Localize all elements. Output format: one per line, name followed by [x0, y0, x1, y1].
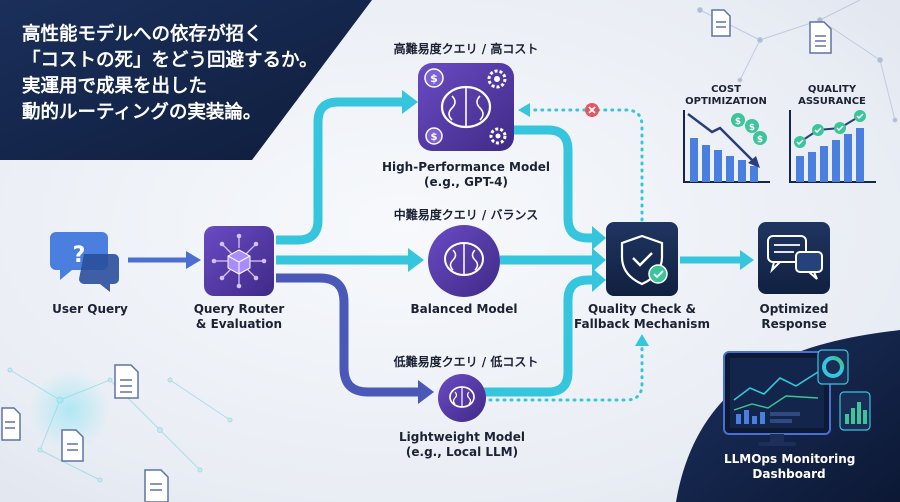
arrowhead: [402, 90, 418, 114]
balanced-model-label: Balanced Model: [410, 302, 518, 316]
router-label-line-1: Query Router: [193, 302, 285, 316]
response-label: Optimized Response: [744, 302, 844, 332]
arrow-high-to-qc: [514, 125, 593, 243]
headline-line-2: 「コストの死」をどう回避するか。: [22, 50, 318, 71]
cost-chart-title-line-1: COST: [711, 84, 741, 95]
cost-chart-title-line-2: OPTIMIZATION: [685, 96, 767, 107]
headline-banner: [0, 0, 372, 160]
quality-chart-title-line-2: ASSURANCE: [798, 96, 866, 107]
user-query-label: User Query: [52, 302, 128, 316]
dashboard-label-line-1: LLMOps Monitoring: [724, 452, 856, 466]
question-bubble-icon: ?: [50, 232, 119, 292]
arrowhead: [418, 380, 434, 404]
light-model-label-line-1: Lightweight Model: [398, 430, 526, 444]
response-label-line-2: Response: [761, 317, 827, 331]
document-icon: [144, 469, 169, 502]
arrowhead: [635, 334, 649, 346]
quality-assurance-chart: [789, 110, 876, 183]
tier-label-mid: 中難易度クエリ / バランス: [393, 208, 539, 222]
document-icon: [114, 364, 139, 399]
fallback-path-to-high: [528, 108, 644, 222]
svg-text:$: $: [749, 123, 755, 133]
light-model-label: Lightweight Model (e.g., Local LLM): [392, 430, 532, 460]
check-badge-icon: [794, 110, 866, 148]
quality-check-label-line-1: Quality Check &: [587, 302, 697, 316]
svg-text:$: $: [431, 132, 438, 143]
cost-chart-title: COST OPTIMIZATION: [676, 84, 776, 108]
svg-text:?: ?: [73, 243, 86, 268]
svg-text:$: $: [735, 117, 741, 127]
arrowhead: [408, 248, 424, 272]
cube-circuit-icon: [204, 226, 274, 296]
glow-spot: [30, 370, 110, 450]
tier-label-low: 低難易度クエリ / 低コスト: [393, 355, 539, 369]
quality-check-label: Quality Check & Fallback Mechanism: [572, 302, 712, 332]
response-label-line-1: Optimized: [759, 302, 829, 316]
high-model-label-line-1: High-Performance Model: [381, 160, 551, 174]
document-icon: [1, 407, 21, 441]
quality-check-label-line-2: Fallback Mechanism: [574, 317, 710, 331]
high-model-label-line-2: (e.g., GPT-4): [424, 175, 508, 189]
arrowhead: [518, 103, 530, 117]
document-icon: [711, 9, 731, 37]
light-model-label-line-2: (e.g., Local LLM): [405, 445, 519, 459]
chat-bubbles-icon: [758, 222, 830, 294]
headline: 高性能モデルへの依存が招く 「コストの死」をどう回避するか。 実運用で成果を出し…: [22, 22, 352, 126]
shield-check-icon: [606, 222, 678, 296]
router-label: Query Router & Evaluation: [179, 302, 299, 332]
headline-line-1: 高性能モデルへの依存が招く: [22, 24, 263, 45]
arrowhead: [592, 268, 606, 292]
headline-line-4: 動的ルーティングの実装論。: [22, 102, 262, 123]
arrow-light-to-qc: [480, 275, 593, 397]
arrowhead: [740, 250, 754, 270]
brain-icon: [438, 374, 486, 422]
svg-text:$: $: [430, 72, 438, 85]
quality-chart-title-line-1: QUALITY: [807, 84, 857, 95]
arrow-router-to-light: [276, 273, 418, 397]
arrowhead: [186, 251, 201, 269]
arrowhead: [592, 248, 606, 272]
svg-text:$: $: [757, 135, 763, 145]
quality-chart-title: QUALITY ASSURANCE: [782, 84, 882, 108]
arrow-router-to-high: [276, 97, 402, 245]
fallback-path-from-light: [488, 344, 644, 402]
dashboard-label-line-2: Dashboard: [752, 467, 826, 481]
document-icon: [809, 21, 832, 54]
router-label-line-2: & Evaluation: [195, 317, 283, 331]
brain-icon: [428, 225, 500, 297]
dashboard-monitor-icon: [723, 349, 871, 446]
error-x-icon: [585, 103, 599, 117]
brain-dollar-gear-icon: $ $: [418, 63, 514, 151]
cost-optimization-chart: $ $ $: [683, 110, 770, 183]
arrowhead: [592, 226, 606, 250]
high-model-label: High-Performance Model (e.g., GPT-4): [381, 160, 551, 190]
dashboard-label: LLMOps Monitoring Dashboard: [724, 452, 856, 482]
headline-line-3: 実運用で成果を出した: [22, 76, 208, 97]
tier-label-high: 高難易度クエリ / 高コスト: [393, 42, 539, 56]
document-icon: [61, 429, 84, 462]
dollar-coin-icon: $ $ $: [731, 113, 767, 145]
